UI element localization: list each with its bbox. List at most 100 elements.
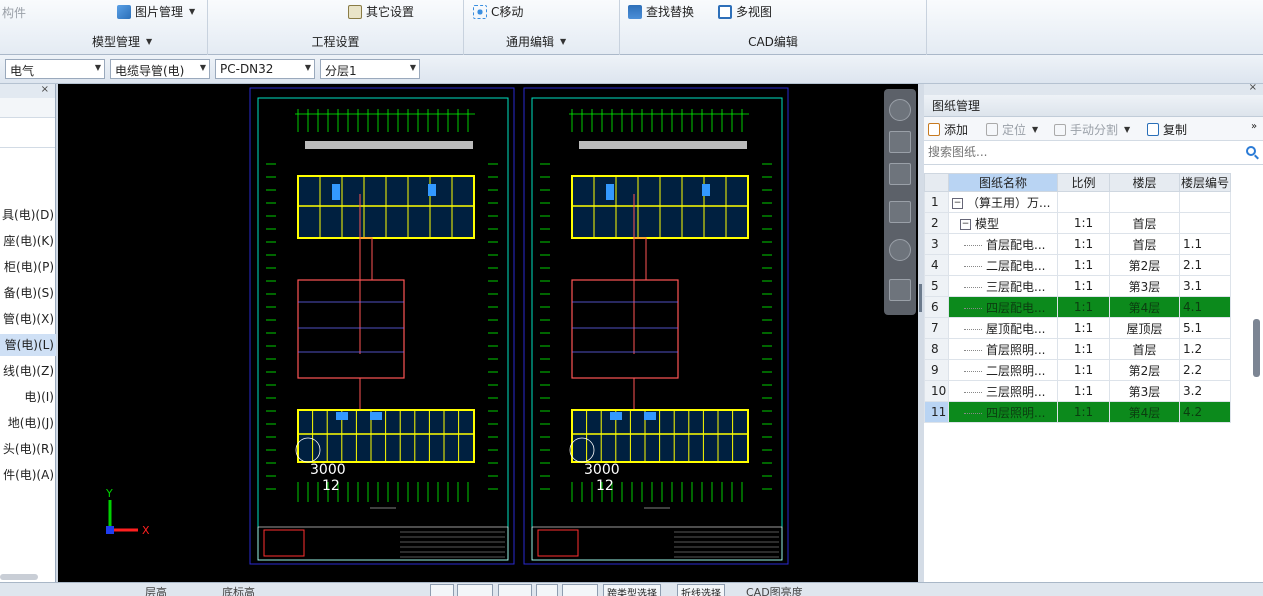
collapse-icon[interactable]: − — [960, 218, 971, 230]
floor-cell[interactable]: 第4层 — [1109, 401, 1180, 423]
floor-code-cell[interactable]: 1.1 — [1179, 233, 1231, 255]
floor-cell[interactable]: 第3层 — [1109, 380, 1180, 402]
scale-cell[interactable]: 1:1 — [1057, 233, 1110, 255]
drawing-name-cell[interactable]: 首层配电... — [948, 233, 1058, 255]
line-select-button[interactable] — [562, 584, 598, 596]
floor-code-cell[interactable]: 1.2 — [1179, 338, 1231, 360]
floor-code-cell[interactable]: 2.1 — [1179, 254, 1231, 276]
box-view-icon[interactable] — [889, 201, 911, 223]
component-type-item[interactable]: 管(电)(L) — [0, 334, 56, 356]
drawing-row[interactable]: 1−（算王用）万... — [924, 191, 1231, 213]
component-type-item[interactable]: 线(电)(Z) — [3, 364, 54, 378]
snap-toggle-button[interactable] — [430, 584, 454, 596]
drawing-name-cell[interactable]: 三层照明... — [948, 380, 1058, 402]
floor-cell[interactable]: 第4层 — [1109, 296, 1180, 318]
layers-icon[interactable] — [889, 279, 911, 301]
floor-cell[interactable]: 第2层 — [1109, 359, 1180, 381]
component-type-item[interactable]: 件(电)(A) — [3, 468, 54, 482]
scale-cell[interactable]: 1:1 — [1057, 380, 1110, 402]
floor-cell[interactable]: 第2层 — [1109, 254, 1180, 276]
drawing-name-cell[interactable]: 三层配电... — [948, 275, 1058, 297]
rotate-icon[interactable] — [889, 239, 911, 261]
model-manage-group-button[interactable]: 模型管理▼ — [92, 33, 152, 50]
discipline-select[interactable]: 电气▼ — [5, 59, 105, 79]
drawing-name-cell[interactable]: 二层照明... — [948, 359, 1058, 381]
close-icon[interactable]: × — [40, 84, 49, 95]
component-name-select[interactable]: PC-DN32▼ — [215, 59, 315, 79]
locate-button[interactable]: 定位▼ — [986, 121, 1038, 138]
floor-code-cell[interactable]: 5.1 — [1179, 317, 1231, 339]
component-type-item[interactable]: 地(电)(J) — [7, 416, 54, 430]
column-header[interactable]: 楼层编号 — [1179, 173, 1231, 192]
floor-cell[interactable]: 首层 — [1109, 233, 1180, 255]
column-header[interactable]: 比例 — [1057, 173, 1110, 192]
drawing-name-cell[interactable]: 屋顶配电... — [948, 317, 1058, 339]
drawing-name-cell[interactable]: 四层配电... — [948, 296, 1058, 318]
other-settings-button[interactable]: 其它设置 — [348, 3, 414, 20]
drawing-name-cell[interactable]: −（算王用）万... — [948, 191, 1058, 213]
search-input[interactable] — [924, 141, 1234, 163]
splitter-grip[interactable] — [919, 284, 922, 312]
panel-splitter[interactable] — [918, 84, 924, 582]
column-header[interactable]: 楼层 — [1109, 173, 1180, 192]
component-type-item[interactable]: 备(电)(S) — [3, 286, 54, 300]
component-type-item[interactable]: 电)(I) — [24, 390, 54, 404]
component-type-item[interactable]: 具(电)(D) — [2, 208, 54, 222]
polyline-select-button[interactable]: 折线选择 — [677, 584, 725, 596]
view-3d-icon[interactable] — [889, 131, 911, 153]
scale-cell[interactable] — [1057, 191, 1110, 213]
cross-type-select-button[interactable]: 跨类型选择 — [603, 584, 661, 596]
floor-code-cell[interactable] — [1179, 212, 1231, 234]
scale-cell[interactable]: 1:1 — [1057, 317, 1110, 339]
component-type-item[interactable]: 座(电)(K) — [3, 234, 54, 248]
move-button[interactable]: C移动 — [473, 3, 523, 20]
collapse-icon[interactable]: − — [952, 197, 963, 209]
multi-view-button[interactable]: 多视图 — [718, 3, 772, 20]
component-type-select[interactable]: 电缆导管(电)▼ — [110, 59, 210, 79]
cube-icon[interactable] — [889, 163, 911, 185]
close-icon[interactable]: × — [1248, 82, 1257, 93]
floor-cell[interactable]: 首层 — [1109, 338, 1180, 360]
scale-cell[interactable]: 1:1 — [1057, 212, 1110, 234]
scale-cell[interactable]: 1:1 — [1057, 296, 1110, 318]
scale-cell[interactable]: 1:1 — [1057, 338, 1110, 360]
drawing-name-cell[interactable]: 首层照明... — [948, 338, 1058, 360]
scale-cell[interactable]: 1:1 — [1057, 275, 1110, 297]
scale-cell[interactable]: 1:1 — [1057, 359, 1110, 381]
floor-code-cell[interactable]: 4.1 — [1179, 296, 1231, 318]
floor-code-cell[interactable]: 3.2 — [1179, 380, 1231, 402]
vertical-scrollbar[interactable] — [1253, 319, 1260, 377]
column-header[interactable]: 图纸名称 — [948, 173, 1058, 192]
manual-split-button[interactable]: 手动分割▼ — [1054, 121, 1130, 138]
search-icon[interactable] — [1246, 146, 1256, 156]
floor-code-cell[interactable]: 4.2 — [1179, 401, 1231, 423]
horizontal-scrollbar[interactable] — [0, 574, 38, 580]
polar-toggle-button[interactable] — [498, 584, 532, 596]
floor-cell[interactable]: 第3层 — [1109, 275, 1180, 297]
floor-code-cell[interactable]: 3.1 — [1179, 275, 1231, 297]
orbit-icon[interactable] — [889, 99, 911, 121]
drawing-name-cell[interactable]: −模型 — [948, 212, 1058, 234]
picture-manage-button[interactable]: 图片管理▼ — [117, 3, 195, 20]
copy-button[interactable]: 复制 — [1147, 121, 1187, 138]
find-replace-button[interactable]: 查找替换 — [628, 3, 694, 20]
component-type-item[interactable]: 头(电)(R) — [2, 442, 54, 456]
common-edit-group-button[interactable]: 通用编辑▼ — [506, 33, 566, 50]
toolbar-overflow-button[interactable]: » — [1251, 121, 1258, 132]
ortho-toggle-button[interactable] — [457, 584, 493, 596]
scale-cell[interactable]: 1:1 — [1057, 401, 1110, 423]
layer-select[interactable]: 分层1▼ — [320, 59, 420, 79]
